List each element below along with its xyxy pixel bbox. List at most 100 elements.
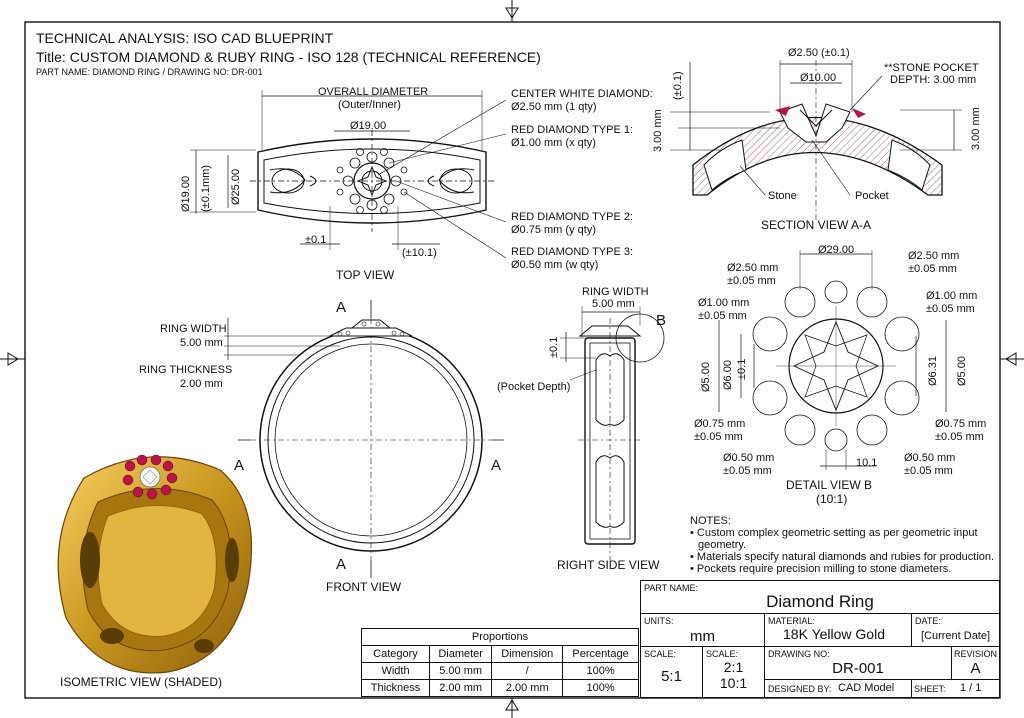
detail-v500-right: Ø5.00	[956, 356, 968, 386]
section-dia10: Ø10.00	[800, 72, 837, 84]
section-marker-top: A	[336, 299, 347, 316]
designed-by-label: DESIGNED BY:	[768, 684, 832, 694]
header-part-line: PART NAME: DIAMOND RING / DRAWING NO: DR…	[36, 67, 263, 77]
table-cell: 2.00 mm	[491, 679, 564, 697]
ring-width-value: 5.00 mm	[180, 337, 223, 349]
date-value: [Current Date]	[920, 630, 991, 642]
tol-left: (±0.1mm)	[200, 165, 212, 212]
units-value: mm	[690, 628, 715, 645]
callout-center-line1: CENTER WHITE DIAMOND:	[511, 88, 653, 100]
side-view-caption: RIGHT SIDE VIEW	[557, 558, 660, 572]
detail-dim-1b: ±0.05 mm	[727, 275, 776, 287]
detail-dim-5b: ±0.05 mm	[694, 431, 743, 443]
revision-label: REVISION	[954, 649, 998, 659]
note-2: • Materials specify natural diamonds and…	[690, 551, 995, 563]
detail-view-drawing	[718, 250, 947, 470]
note-1-cont: geometry.	[698, 539, 747, 551]
side-ring-width-label: RING WIDTH	[582, 286, 649, 298]
table-header: Category	[361, 645, 430, 663]
table-header: Dimension	[491, 645, 564, 663]
detail-dim-8a: Ø0.50 mm	[904, 452, 956, 464]
detail-dim-7b: ±0.05 mm	[723, 465, 772, 477]
detail-dim-6b: ±0.05 mm	[935, 431, 984, 443]
detail-v631: Ø6.31	[927, 356, 939, 386]
table-cell: 5.00 mm	[428, 662, 493, 680]
proportions-title: Proportions	[361, 628, 639, 646]
proportions-table: Proportions Category Diameter Dimension …	[361, 628, 639, 697]
ring-thickness-value: 2.00 mm	[180, 378, 223, 390]
sheet-label: SHEET:	[914, 684, 946, 694]
designed-by-value: CAD Model	[838, 682, 895, 694]
detail-dim-4a: Ø1.00 mm	[926, 290, 978, 302]
callout-type1-line1: RED DIAMOND TYPE 1:	[511, 124, 634, 136]
detail-dim-1a: Ø2.50 mm	[727, 262, 779, 274]
detail-dia29: Ø29.00	[818, 244, 855, 256]
date-label: DATE:	[915, 616, 941, 626]
overall-diameter-label: OVERALL DIAMETER	[318, 86, 429, 98]
scale-value: 5:1	[661, 668, 682, 685]
isometric-ring	[57, 454, 253, 674]
front-view-drawing	[224, 300, 504, 578]
table-row: Width 5.00 mm / 100%	[361, 662, 639, 680]
detail-view-scale: (10:1)	[816, 492, 848, 506]
side-view-drawing	[560, 306, 665, 560]
callout-type2-line2: Ø0.75 mm (y qty)	[511, 224, 596, 236]
table-row: Thickness 2.00 mm 2.00 mm 100%	[361, 679, 639, 697]
callout-type2-line1: RED DIAMOND TYPE 2:	[511, 211, 634, 223]
callout-type3-line2: Ø0.50 mm (w qty)	[511, 259, 599, 271]
detail-dim-3b: ±0.05 mm	[698, 310, 747, 322]
isometric-caption: ISOMETRIC VIEW (SHADED)	[60, 675, 223, 689]
scale-label: SCALE:	[644, 649, 677, 659]
section-view-caption: SECTION VIEW A-A	[761, 218, 872, 232]
drawing-no-label: DRAWING NO:	[768, 649, 830, 659]
detail-dim-7a: Ø0.50 mm	[723, 452, 775, 464]
top-view-caption: TOP VIEW	[336, 268, 395, 282]
stone-label: Stone	[768, 190, 797, 202]
section-view-drawing	[670, 60, 962, 220]
ring-thickness-label: RING THICKNESS	[139, 364, 233, 376]
part-name-label: PART NAME:	[644, 583, 699, 593]
part-name-value: Diamond Ring	[766, 592, 874, 611]
table-cell: 100%	[562, 662, 639, 680]
detail-view-caption: DETAIL VIEW B	[786, 478, 873, 492]
note-3: • Pockets require precision milling to s…	[690, 563, 952, 575]
scale2-value-a: 2:1	[723, 659, 744, 675]
dia19-left: Ø19.00	[180, 175, 192, 212]
table-cell: Thickness	[361, 679, 430, 697]
top-tol-101: (±10.1)	[402, 247, 437, 259]
callout-type1-line2: Ø1.00 mm (x qty)	[511, 137, 596, 149]
pocket-label: Pocket	[855, 190, 889, 202]
table-cell: 100%	[562, 679, 639, 697]
section-height-left: 3.00 mm	[652, 109, 664, 152]
table-header: Percentage	[562, 645, 639, 663]
table-header-row: Category Diameter Dimension Percentage	[361, 645, 639, 663]
table-header: Diameter	[428, 645, 493, 663]
material-value: 18K Yellow Gold	[783, 626, 885, 642]
side-tol: ±0.1	[548, 336, 560, 358]
section-marker-right: A	[491, 457, 502, 474]
section-marker-bottom: A	[336, 556, 347, 573]
detail-v500-left: Ø5.00	[700, 362, 712, 392]
detail-dim-5a: Ø0.75 mm	[694, 418, 746, 430]
table-cell: Width	[361, 662, 430, 680]
note-1: • Custom complex geometric setting as pe…	[690, 527, 978, 539]
ring-width-label: RING WIDTH	[160, 323, 227, 335]
detail-v01: ±0.1	[736, 358, 748, 380]
revision-value: A	[970, 660, 981, 677]
detail-dim-3a: Ø1.00 mm	[698, 297, 750, 309]
detail-dim-8b: ±0.05 mm	[904, 465, 953, 477]
scale2-value-b: 10:1	[719, 675, 748, 691]
outer-inner-label: (Outer/Inner)	[338, 99, 401, 111]
stone-pocket-note-2: DEPTH: 3.00 mm	[890, 74, 977, 86]
dia25-left: Ø25.00	[230, 168, 242, 205]
detail-marker-b: B	[656, 312, 667, 329]
units-label: UNITS:	[644, 616, 674, 626]
sheet-value: 1 / 1	[960, 682, 982, 694]
sheet-cell	[911, 679, 1000, 698]
detail-dim-2a: Ø2.50 mm	[908, 250, 960, 262]
callout-type3-line1: RED DIAMOND TYPE 3:	[511, 246, 634, 258]
notes-title: NOTES:	[690, 515, 731, 527]
header-title: TECHNICAL ANALYSIS: ISO CAD BLUEPRINT	[36, 30, 334, 46]
